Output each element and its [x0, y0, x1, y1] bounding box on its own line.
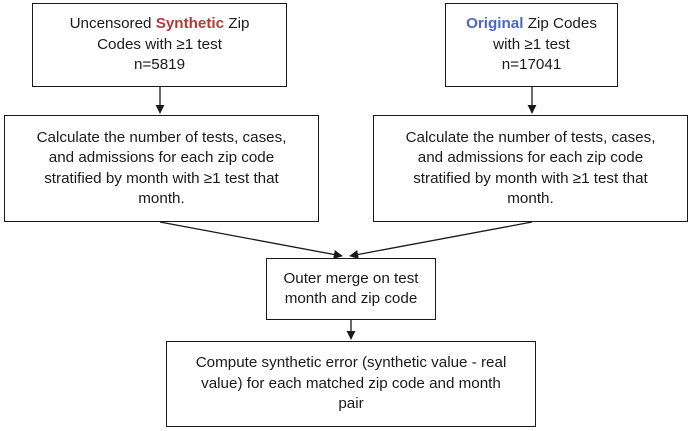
arrow-calc-original-to-merge — [349, 221, 533, 259]
node-synthetic-source: Uncensored Synthetic Zip Codes with ≥1 t… — [32, 3, 287, 87]
original-source-line2: with ≥1 test — [493, 35, 570, 53]
original-highlight: Original — [466, 15, 524, 33]
original-source-count: n=17041 — [501, 56, 562, 74]
synthetic-source-prefix: Uncensored — [69, 15, 156, 33]
compute-error-line: Compute synthetic error (synthetic value… — [195, 354, 507, 372]
arrow-calc-synthetic-to-merge — [159, 221, 343, 259]
synthetic-source-line2: Codes with ≥1 test — [97, 35, 222, 53]
synthetic-source-line1: Uncensored Synthetic Zip — [70, 14, 250, 35]
node-original-source: Original Zip Codes with ≥1 test n=17041 — [445, 3, 618, 87]
node-calc-original: Calculate the number of tests, cases, an… — [373, 115, 688, 222]
synthetic-source-count: n=5819 — [133, 56, 186, 74]
calc-synthetic-line: month. — [138, 190, 185, 207]
calc-synthetic-line: and admissions for each zip code — [48, 149, 275, 166]
calc-original-line: month. — [507, 190, 554, 207]
synthetic-source-suffix: Zip — [224, 15, 250, 33]
synthetic-highlight: Synthetic — [155, 15, 225, 33]
calc-synthetic-line: Calculate the number of tests, cases, — [36, 128, 287, 146]
compute-error-line: value) for each matched zip code and mon… — [201, 374, 501, 392]
calc-original-line: stratified by month with ≥1 test that — [413, 169, 648, 187]
node-compute-error: Compute synthetic error (synthetic value… — [166, 341, 536, 427]
original-source-line1: Original Zip Codes — [466, 14, 597, 35]
calc-synthetic-line: stratified by month with ≥1 test that — [44, 169, 279, 187]
merge-line: month and zip code — [284, 290, 418, 307]
original-source-suffix: Zip Codes — [523, 15, 597, 33]
node-calc-synthetic: Calculate the number of tests, cases, an… — [4, 115, 319, 222]
calc-original-line: Calculate the number of tests, cases, — [405, 128, 656, 146]
merge-line: Outer merge on test — [283, 269, 419, 287]
calc-original-line: and admissions for each zip code — [417, 149, 644, 166]
node-merge: Outer merge on test month and zip code — [266, 258, 436, 320]
compute-error-line: pair — [338, 395, 364, 413]
